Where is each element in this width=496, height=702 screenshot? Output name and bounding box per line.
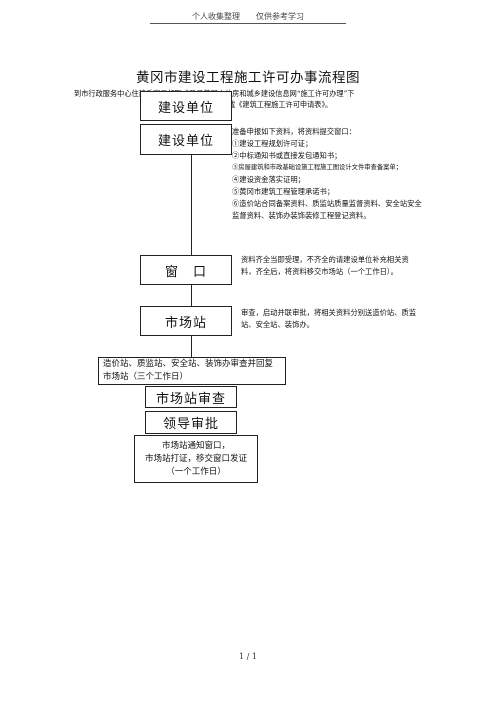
flow-box-market-station: 市场站 bbox=[140, 306, 232, 336]
flow-box-window: 窗 口 bbox=[140, 255, 232, 285]
material-item: ③房屋建筑和市政基础设施工程施工图设计文件审查备案单； bbox=[232, 164, 403, 171]
market-station-note: 审查，启动并联审批，将相关资料分别送造价站、质监站、安全站、装饰办。 bbox=[241, 308, 417, 329]
flow-box-label: 市场站 bbox=[164, 315, 207, 331]
flow-box-label: 窗 口 bbox=[164, 264, 207, 280]
material-item: ⑤黄冈市建筑工程管理承诺书； bbox=[232, 187, 335, 196]
page-title: 黄冈市建设工程施工许可办事流程图 bbox=[136, 70, 360, 86]
flow-box-label: 领导审批 bbox=[162, 417, 219, 432]
connector-line bbox=[191, 336, 192, 357]
materials-title: 准备申报如下资料，将资料提交窗口： bbox=[232, 127, 357, 136]
flow-box-label: 市场站通知窗口， bbox=[161, 440, 230, 451]
material-item: ①建设工程规划许可证； bbox=[232, 139, 313, 148]
flow-box-joint-review: 造价站、质监站、安全站、装饰办审查并回复市场站（三个工作日） bbox=[98, 357, 286, 385]
flow-box-leader-approval: 领导审批 bbox=[145, 411, 237, 434]
flow-box-market-review: 市场站审查 bbox=[145, 386, 237, 408]
flow-box-label: 市场站审查 bbox=[155, 391, 226, 407]
material-item: ⑥造价站合同备案资料、质监站质量监督资料、安全站安全监督资料、装饰办装饰装修工程… bbox=[232, 199, 422, 220]
header-rule bbox=[150, 23, 346, 24]
flow-box-construction-unit-2: 建设单位 bbox=[140, 124, 232, 155]
material-item: ④建设资金落实证明； bbox=[232, 175, 305, 184]
flow-box-label: 市场站打证，移交窗口发证（一个工作日） bbox=[144, 453, 247, 477]
materials-note: 准备申报如下资料，将资料提交窗口： ①建设工程规划许可证； ②中标通知书或直接发… bbox=[232, 126, 427, 222]
header-note: 个人收集整理 仅供参考学习 bbox=[192, 12, 304, 21]
flow-box-label: 建设单位 bbox=[157, 100, 214, 116]
connector-line bbox=[191, 155, 192, 255]
connector-line bbox=[191, 285, 192, 306]
intro-line-2: 载《建筑工程施工许可申请表》。 bbox=[228, 100, 333, 109]
page-number: 1 / 1 bbox=[239, 652, 257, 661]
material-item: ②中标通知书或直接发包通知书； bbox=[232, 151, 342, 160]
flow-box-issue-permit: 市场站通知窗口， 市场站打证，移交窗口发证（一个工作日） bbox=[134, 435, 258, 483]
flow-box-label: 造价站、质监站、安全站、装饰办审查并回复市场站（三个工作日） bbox=[103, 359, 274, 382]
window-note: 资料齐全当即受理，不齐全的请建设单位补充相关资料，齐全后，将资料移交市场站（一个… bbox=[241, 255, 409, 276]
flow-box-label: 建设单位 bbox=[157, 134, 214, 149]
flow-box-construction-unit: 建设单位 bbox=[140, 91, 232, 121]
intro-text: 到市行政服务中心住建委窗口领取或登录黄冈市住房和城乡建设信息网“施工许可办理”下… bbox=[74, 88, 434, 110]
